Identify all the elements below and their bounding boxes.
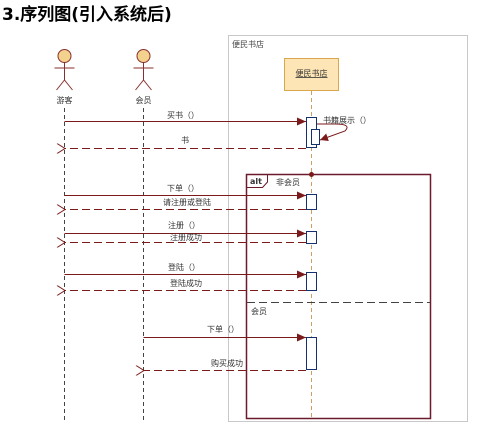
actor-member-head	[136, 49, 151, 63]
message-buy-ok-label: 购买成功	[211, 358, 243, 368]
page-title: 3.序列图(引入系统后)	[2, 5, 172, 25]
actor-member-leg-right	[143, 79, 152, 91]
alt-fragment	[245, 173, 432, 420]
self-message-label: 书籍展示（）	[323, 115, 371, 125]
actor-member: 会员	[133, 49, 154, 105]
activation-bar-2	[306, 194, 317, 210]
message-order-visitor-label: 下单（）	[167, 183, 199, 193]
system-boundary-label: 便民书店	[232, 39, 264, 49]
system-boundary	[228, 35, 468, 422]
actor-visitor-label: 游客	[57, 95, 73, 105]
message-ask-login-label: 请注册或登陆	[163, 197, 211, 207]
actor-member-label: 会员	[136, 95, 152, 105]
message-login-label: 登陆（）	[168, 262, 200, 272]
actor-visitor: 游客	[54, 49, 75, 105]
activation-bar-5	[306, 337, 317, 370]
activation-bar-4	[306, 272, 317, 291]
actor-visitor-leg-right	[64, 79, 73, 91]
system-lifeline-label: 便民书店	[296, 68, 328, 78]
actor-member-leg-left	[135, 79, 144, 91]
alt-guard-non-member: 非会员	[276, 177, 300, 187]
activation-bar-3	[306, 231, 317, 244]
actor-visitor-head	[57, 49, 72, 63]
alt-operator-label: alt	[250, 177, 262, 186]
actor-visitor-leg-left	[56, 79, 65, 91]
alt-guard-member: 会员	[251, 306, 267, 316]
message-register-label: 注册（）	[168, 220, 200, 230]
system-lifeline-head	[284, 58, 339, 91]
message-buy-book-label: 买书（）	[167, 110, 199, 120]
message-order-member-label: 下单（）	[207, 324, 239, 334]
message-register-ok-label: 注册成功	[170, 232, 202, 242]
message-return-book-label: 书	[181, 135, 189, 145]
activation-bar-self	[311, 129, 320, 145]
message-login-ok-label: 登陆成功	[170, 278, 202, 288]
self-message-book-display	[317, 123, 348, 142]
fragment-dot	[309, 172, 314, 177]
alt-fragment-tab	[246, 174, 268, 188]
